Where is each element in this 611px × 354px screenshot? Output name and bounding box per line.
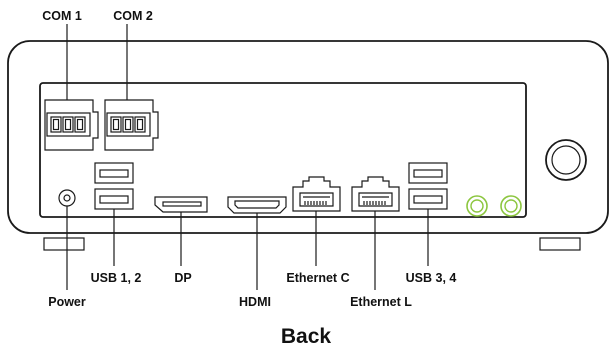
label-power: Power [48, 295, 86, 309]
com2-connector [104, 99, 159, 151]
antenna-connectors [466, 195, 522, 217]
label-com2: COM 2 [113, 9, 153, 23]
leader-lines [66, 24, 429, 290]
usb-1-2-ports [94, 162, 134, 210]
antenna-connector [466, 195, 488, 217]
ethernet-c-port [292, 176, 341, 212]
label-dp: DP [174, 271, 191, 285]
io-panel [39, 82, 527, 218]
dp-port [154, 196, 208, 213]
label-usb34: USB 3, 4 [406, 271, 457, 285]
label-hdmi: HDMI [239, 295, 271, 309]
antenna-connector [500, 195, 522, 217]
hdmi-port [227, 196, 287, 214]
label-ethernet-c: Ethernet C [286, 271, 349, 285]
chassis [7, 40, 609, 251]
label-ethernet-l: Ethernet L [350, 295, 412, 309]
power-jack [58, 189, 76, 207]
knob-icon [545, 139, 587, 181]
caption-back: Back [281, 325, 332, 348]
label-usb12: USB 1, 2 [91, 271, 142, 285]
com1-connector [44, 99, 99, 151]
label-com1: COM 1 [42, 9, 82, 23]
usb-3-4-ports [408, 162, 448, 210]
ethernet-l-port [351, 176, 400, 212]
